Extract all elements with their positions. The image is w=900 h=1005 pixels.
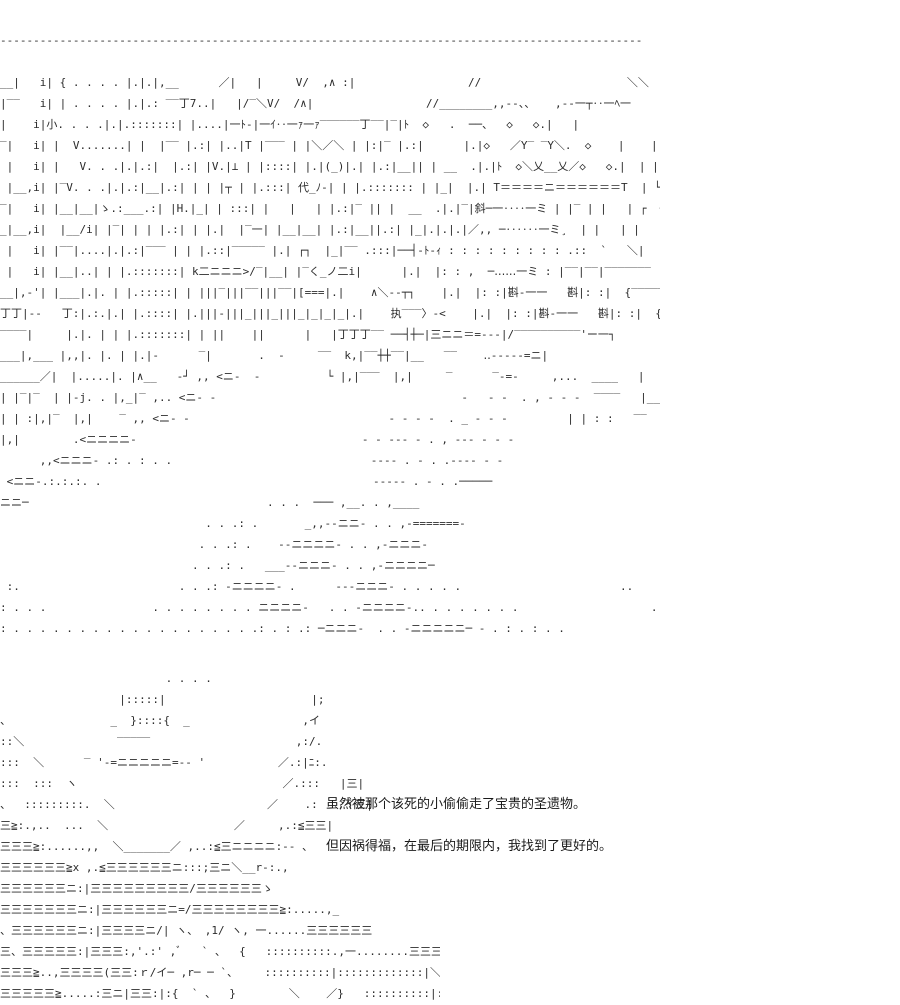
ascii-art-lower-scene: . . . . |:::::| |; 、 _ }::::{ _ ,イ ::＼ ‾…	[0, 672, 440, 1000]
caption-line-1: 虽然被那个该死的小偷偷走了宝贵的圣遗物。	[326, 797, 587, 812]
ascii-art-upper-scene: ----------------------------------------…	[0, 34, 660, 635]
caption-line-2: 但因祸得福，在最后的期限内，我找到了更好的。	[326, 839, 613, 854]
